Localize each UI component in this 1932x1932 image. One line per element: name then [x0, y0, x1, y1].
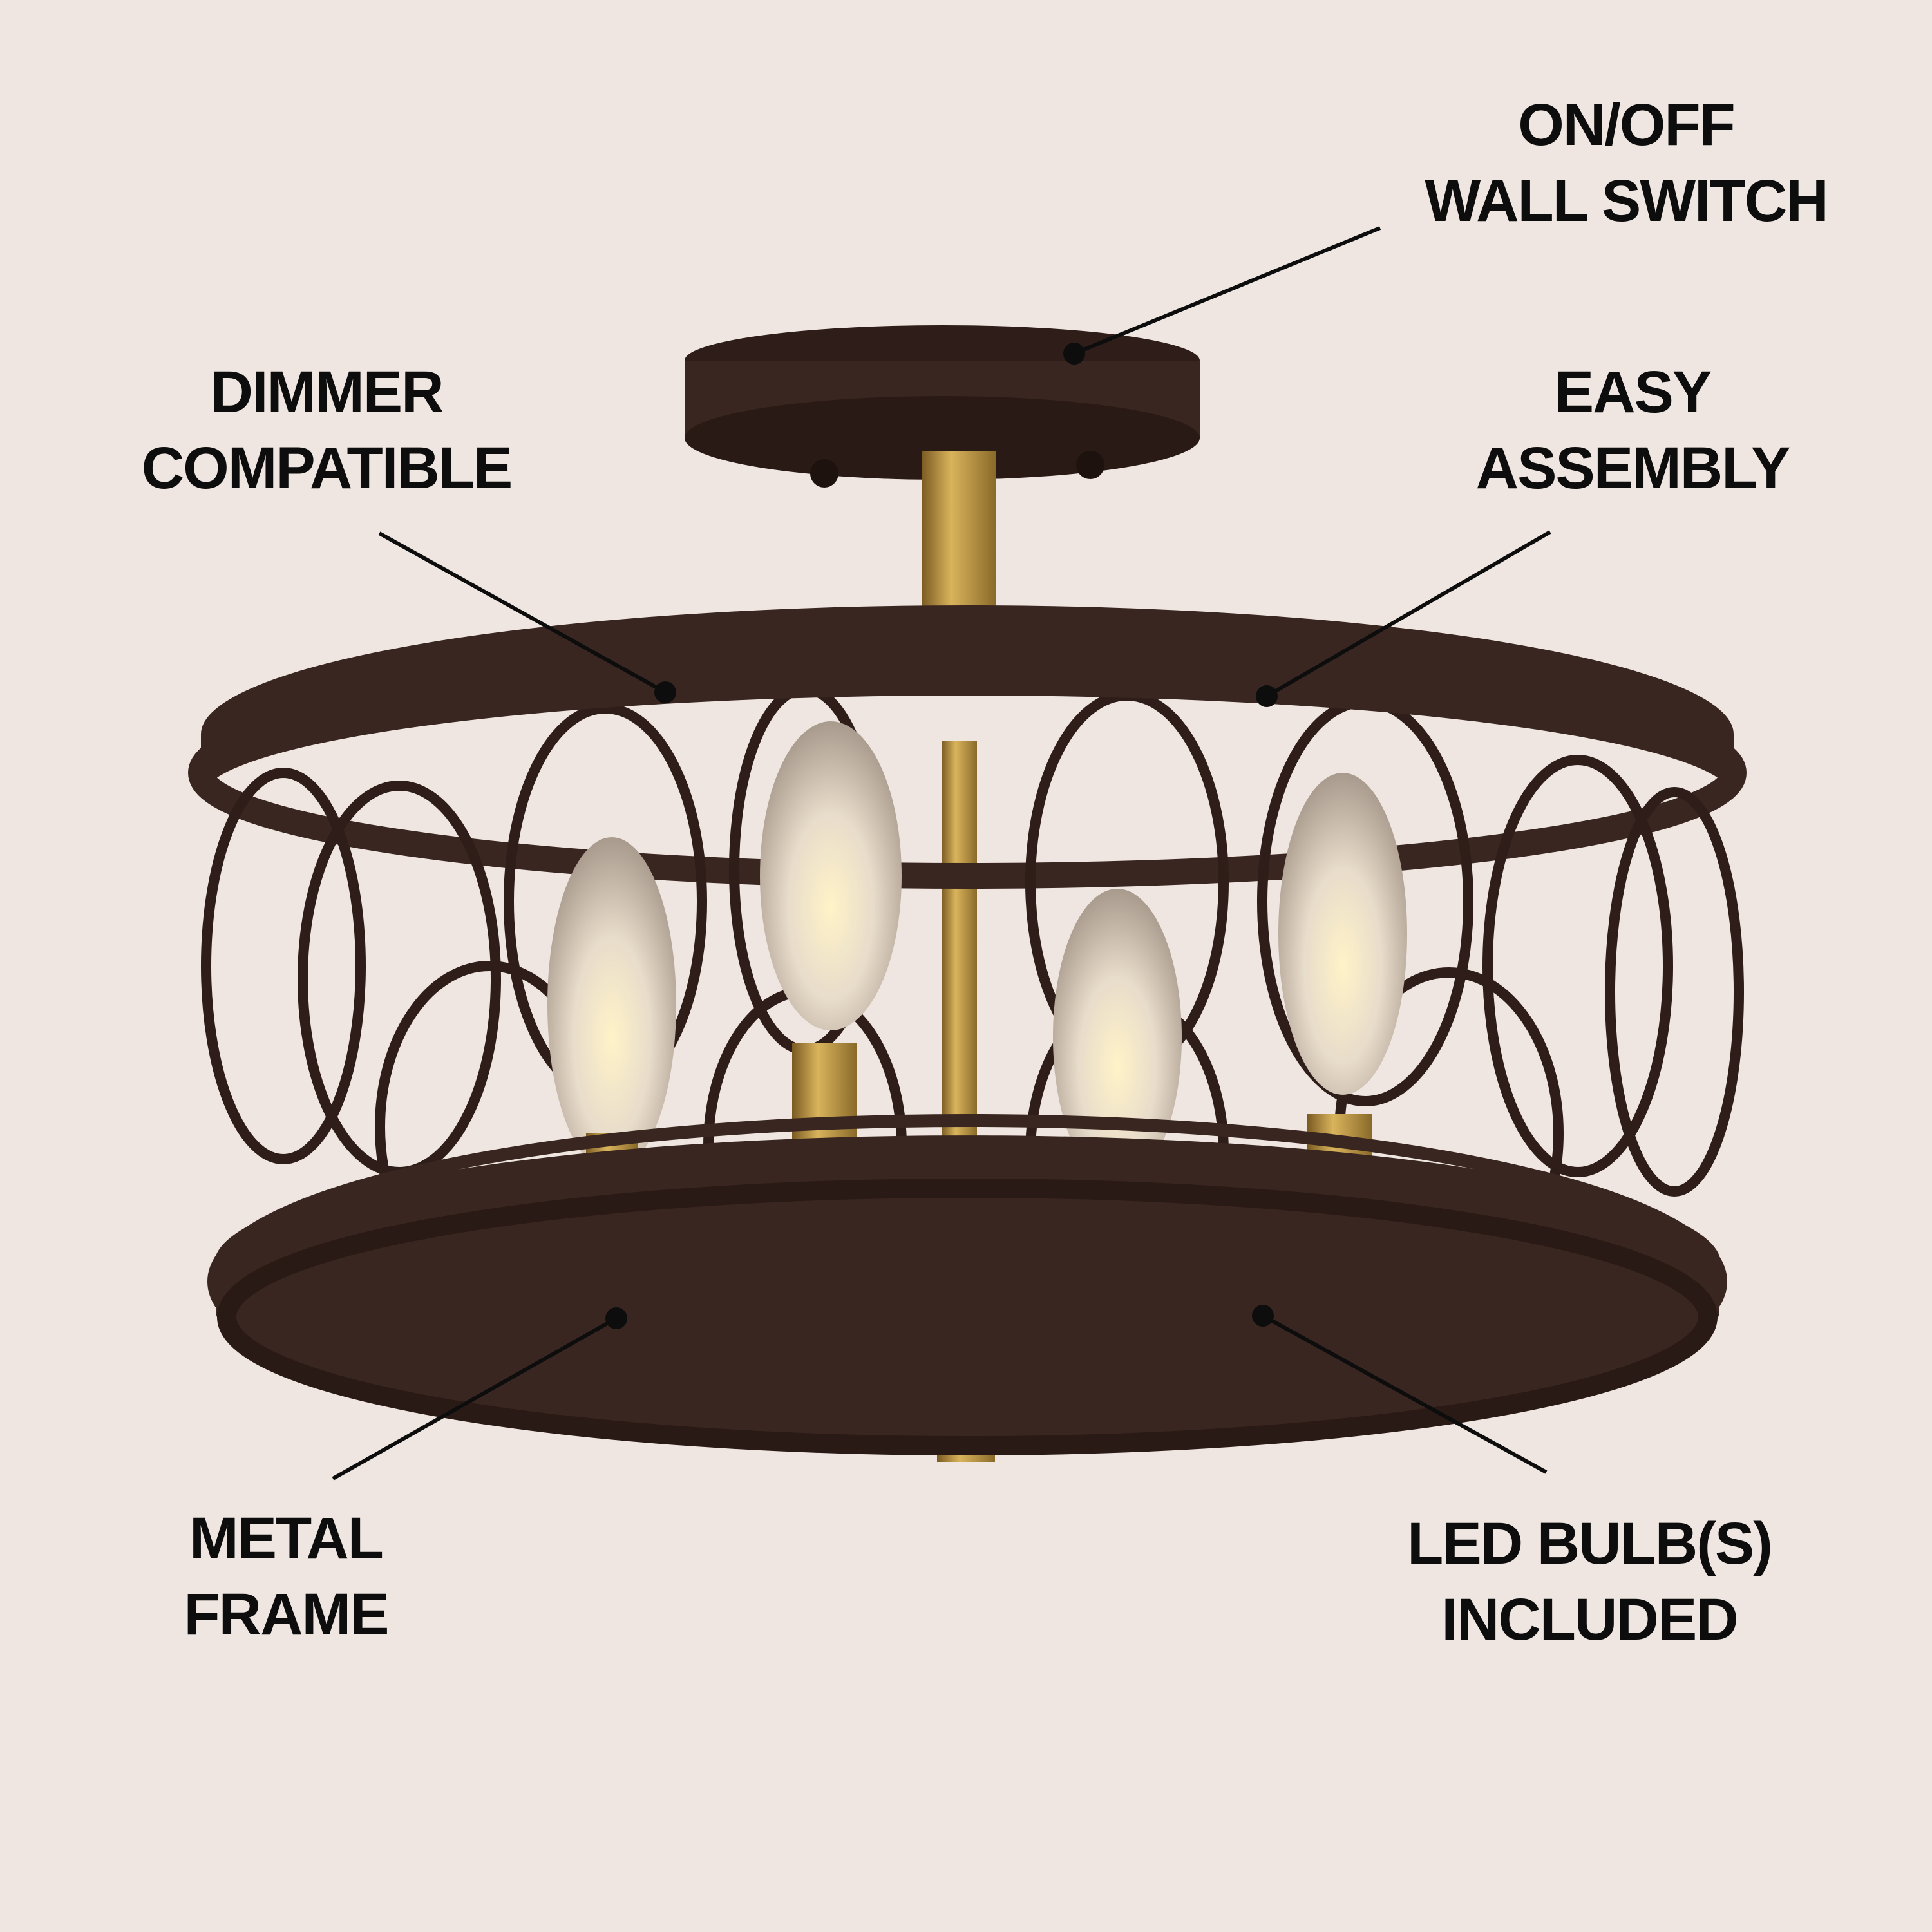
callout-text: EASY [1554, 359, 1712, 425]
callout-led-bulbs: LED BULB(S) INCLUDED [1407, 1506, 1773, 1658]
callout-assembly: EASY ASSEMBLY [1475, 354, 1791, 506]
callout-text: ASSEMBLY [1475, 435, 1791, 501]
led-bulbs [547, 721, 1407, 1185]
bottom-ring [207, 1114, 1727, 1455]
callout-text: FRAME [184, 1582, 389, 1647]
callout-dots [605, 343, 1278, 1329]
top-ring [201, 605, 1734, 799]
callout-wall-switch: ON/OFF WALL SWITCH [1425, 87, 1828, 239]
callout-text: ON/OFF [1518, 92, 1736, 158]
callout-text: DIMMER [210, 359, 444, 425]
callout-text: LED BULB(S) [1407, 1511, 1773, 1577]
callout-metal-frame: METAL FRAME [184, 1501, 389, 1653]
callout-lines [332, 226, 1551, 1481]
callout-text: METAL [189, 1506, 384, 1571]
callout-text: INCLUDED [1441, 1587, 1738, 1653]
canopy [685, 325, 1200, 488]
callout-text: COMPATIBLE [141, 435, 513, 501]
callout-dimmer: DIMMER COMPATIBLE [141, 354, 513, 506]
callout-text: WALL SWITCH [1425, 168, 1828, 234]
